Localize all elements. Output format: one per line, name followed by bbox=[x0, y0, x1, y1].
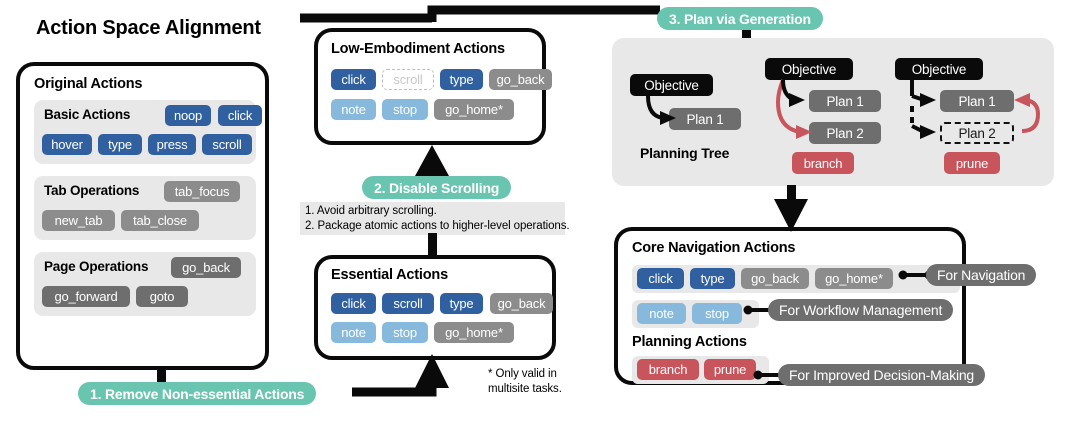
chip-branch[interactable]: branch bbox=[792, 152, 854, 174]
footnote-line-1: * Only valid in bbox=[488, 368, 557, 380]
step-2-badge: 2. Disable Scrolling bbox=[362, 176, 512, 199]
chip-ea-scroll[interactable]: scroll bbox=[382, 293, 434, 314]
step-3-badge: 3. Plan via Generation bbox=[657, 7, 823, 30]
step-2-note-line-2: 2. Package atomic actions to higher-leve… bbox=[305, 220, 570, 232]
chip-le-click[interactable]: click bbox=[331, 69, 376, 90]
tree-a-objective: Objective bbox=[630, 74, 713, 96]
original-actions-title: Original Actions bbox=[34, 76, 143, 92]
essential-actions-title: Essential Actions bbox=[331, 267, 448, 283]
chip-new-tab[interactable]: new_tab bbox=[42, 210, 115, 231]
chip-le-go-home[interactable]: go_home* bbox=[434, 99, 514, 120]
step-2-note-line-1: 1. Avoid arbitrary scrolling. bbox=[305, 205, 437, 217]
chip-ea-note[interactable]: note bbox=[331, 322, 376, 343]
tree-c-objective: Objective bbox=[895, 58, 983, 80]
tag-for-navigation: For Navigation bbox=[926, 264, 1037, 286]
chip-cn-go-home[interactable]: go_home* bbox=[815, 268, 893, 289]
tree-c-plan-1: Plan 1 bbox=[940, 90, 1014, 112]
chip-scroll[interactable]: scroll bbox=[202, 134, 252, 155]
chip-le-stop[interactable]: stop bbox=[382, 99, 428, 120]
chip-click[interactable]: click bbox=[218, 105, 262, 126]
chip-noop[interactable]: noop bbox=[165, 105, 211, 126]
chip-hover[interactable]: hover bbox=[42, 134, 92, 155]
page-title: Action Space Alignment bbox=[36, 17, 261, 39]
chip-cn-stop[interactable]: stop bbox=[692, 303, 742, 324]
chip-tab-focus[interactable]: tab_focus bbox=[164, 181, 240, 202]
core-navigation-title: Core Navigation Actions bbox=[632, 240, 796, 256]
chip-cn-note[interactable]: note bbox=[637, 303, 686, 324]
chip-cn-type[interactable]: type bbox=[690, 268, 735, 289]
chip-ea-type[interactable]: type bbox=[440, 293, 483, 314]
chip-cn-prune[interactable]: prune bbox=[704, 359, 756, 380]
chip-press[interactable]: press bbox=[148, 134, 196, 155]
low-embodiment-title: Low-Embodiment Actions bbox=[331, 41, 505, 57]
chip-ea-stop[interactable]: stop bbox=[382, 322, 428, 343]
go-home-footnote: * Only valid in multisite tasks. bbox=[488, 367, 598, 397]
chip-ea-go-home[interactable]: go_home* bbox=[434, 322, 514, 343]
tag-for-improved-decision-making: For Improved Decision-Making bbox=[778, 364, 986, 386]
essential-actions-card: Essential Actions click scroll type go_b… bbox=[314, 255, 556, 360]
tree-c-plan-2-pruned: Plan 2 bbox=[940, 122, 1014, 144]
tree-b-plan-1: Plan 1 bbox=[809, 90, 881, 112]
chip-cn-branch[interactable]: branch bbox=[637, 359, 699, 380]
tree-a-plan-1: Plan 1 bbox=[669, 108, 741, 130]
step-1-badge: 1. Remove Non-essential Actions bbox=[78, 382, 317, 405]
chip-cn-click[interactable]: click bbox=[637, 268, 684, 289]
core-navigation-card: Core Navigation Actions click type go_ba… bbox=[614, 227, 966, 385]
tab-operations-label: Tab Operations bbox=[44, 183, 140, 198]
step-2-notes: 1. Avoid arbitrary scrolling. 2. Package… bbox=[300, 202, 570, 235]
chip-le-go-back[interactable]: go_back bbox=[489, 69, 552, 90]
chip-goto[interactable]: goto bbox=[136, 286, 188, 307]
chip-le-type[interactable]: type bbox=[440, 69, 483, 90]
footnote-line-2: multisite tasks. bbox=[488, 383, 562, 395]
chip-type[interactable]: type bbox=[98, 134, 142, 155]
chip-tab-close[interactable]: tab_close bbox=[121, 210, 199, 231]
chip-go-back[interactable]: go_back bbox=[171, 257, 241, 278]
chip-le-note[interactable]: note bbox=[331, 99, 376, 120]
planning-actions-title: Planning Actions bbox=[632, 334, 747, 350]
page-operations-label: Page Operations bbox=[44, 259, 149, 274]
chip-prune[interactable]: prune bbox=[944, 152, 1000, 174]
basic-actions-label: Basic Actions bbox=[44, 107, 131, 122]
low-embodiment-actions-card: Low-Embodiment Actions click scroll type… bbox=[314, 28, 552, 145]
chip-ea-go-back[interactable]: go_back bbox=[490, 293, 553, 314]
original-actions-card: Original Actions Basic Actions noop clic… bbox=[16, 62, 269, 370]
tag-for-workflow-management: For Workflow Management bbox=[768, 299, 954, 321]
tree-b-objective: Objective bbox=[765, 58, 853, 80]
chip-ea-click[interactable]: click bbox=[331, 293, 376, 314]
planning-tree-caption: Planning Tree bbox=[640, 145, 730, 161]
tree-b-plan-2: Plan 2 bbox=[809, 122, 881, 144]
chip-go-forward[interactable]: go_forward bbox=[42, 286, 130, 307]
chip-le-scroll-disabled: scroll bbox=[382, 69, 434, 90]
chip-cn-go-back[interactable]: go_back bbox=[741, 268, 809, 289]
